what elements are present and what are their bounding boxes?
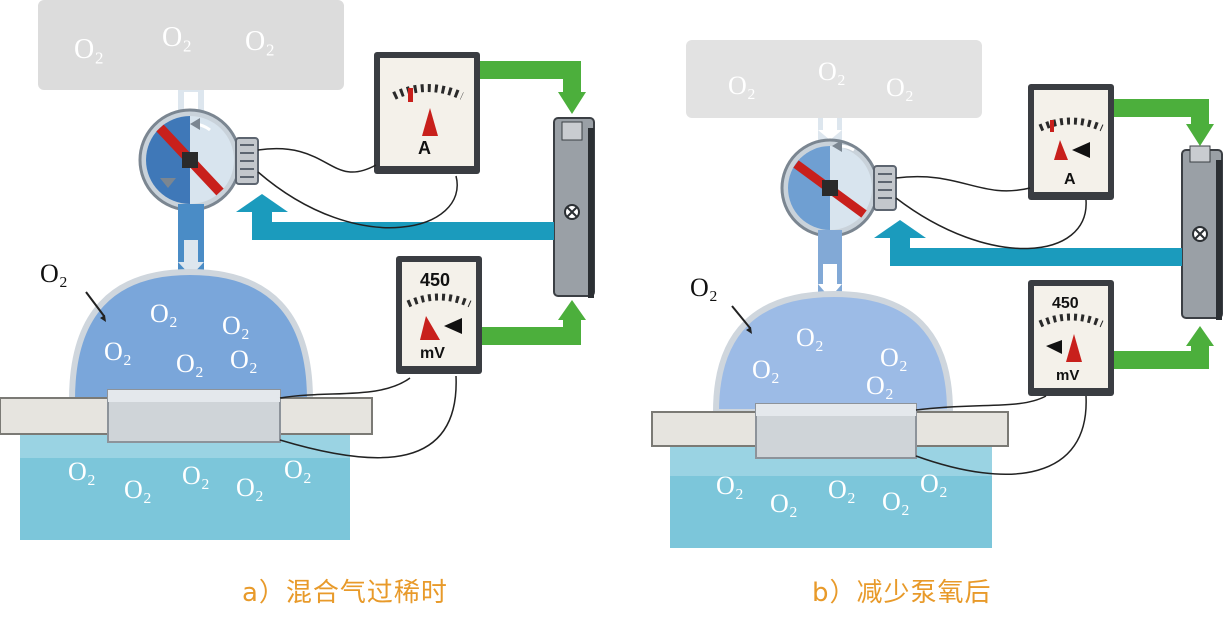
dome-o2-label: O₂ [222, 311, 250, 340]
oxygen-pump-valve-b [780, 138, 897, 238]
ammeter-unit-label: A [1064, 171, 1076, 188]
exhaust-o2-label: O₂ [68, 457, 96, 486]
millivolt-unit-label: mV [420, 345, 445, 362]
millivolt-reading: 450 [1052, 295, 1079, 312]
ammeter-unit-label: A [418, 138, 431, 158]
dome-o2-label: O₂ [866, 371, 894, 400]
exhaust-o2-label: O₂ [182, 461, 210, 490]
millivolt-reading: 450 [420, 270, 450, 290]
dome-o2-label: O₂ [104, 337, 132, 366]
control-unit-a [553, 117, 595, 298]
oxygen-supply-tank-b [686, 40, 982, 118]
exhaust-o2-label: O₂ [236, 473, 264, 502]
supply-o2-label: O₂ [245, 26, 275, 57]
dome-o2-label: O₂ [796, 323, 824, 352]
supply-o2-label: O₂ [886, 73, 914, 102]
ammeter-a: A [374, 52, 480, 174]
outside-air-o2-label: O₂ [40, 259, 68, 288]
millivoltmeter-b: 450 mV [1028, 280, 1114, 396]
outside-air-o2-label: O₂ [690, 273, 718, 302]
dome-o2-label: O₂ [752, 355, 780, 384]
dome-o2-label: O₂ [880, 343, 908, 372]
exhaust-o2-label: O₂ [828, 475, 856, 504]
supply-o2-label: O₂ [728, 71, 756, 100]
exhaust-o2-label: O₂ [124, 475, 152, 504]
panel-b: O₂ O₂ O₂ O₂ O₂ O₂ O₂ O₂ [651, 40, 1223, 548]
measurement-dome-b [712, 290, 954, 415]
panel-a-caption: a）混合气过稀时 [242, 578, 448, 608]
exhaust-o2-label: O₂ [882, 487, 910, 516]
millivoltmeter-a: 450 mV [396, 256, 482, 374]
dome-o2-label: O₂ [176, 349, 204, 378]
ammeter-b: A [1028, 84, 1114, 200]
millivolt-unit-label: mV [1056, 367, 1079, 384]
oxygen-pump-valve-a [138, 108, 259, 212]
measurement-dome-a [68, 268, 314, 403]
panel-b-caption: b）减少泵氧后 [812, 578, 992, 608]
oxygen-supply-tank-a [38, 0, 344, 90]
supply-o2-label: O₂ [818, 57, 846, 86]
exhaust-o2-label: O₂ [770, 489, 798, 518]
supply-o2-label: O₂ [74, 34, 104, 65]
dome-o2-label: O₂ [150, 299, 178, 328]
supply-o2-label: O₂ [162, 22, 192, 53]
exhaust-o2-label: O₂ [716, 471, 744, 500]
exhaust-o2-label: O₂ [920, 469, 948, 498]
dome-o2-label: O₂ [230, 345, 258, 374]
panel-a: O₂ O₂ O₂ O₂ O₂ O₂ [0, 0, 595, 540]
exhaust-o2-label: O₂ [284, 455, 312, 484]
control-unit-b [1181, 145, 1223, 320]
